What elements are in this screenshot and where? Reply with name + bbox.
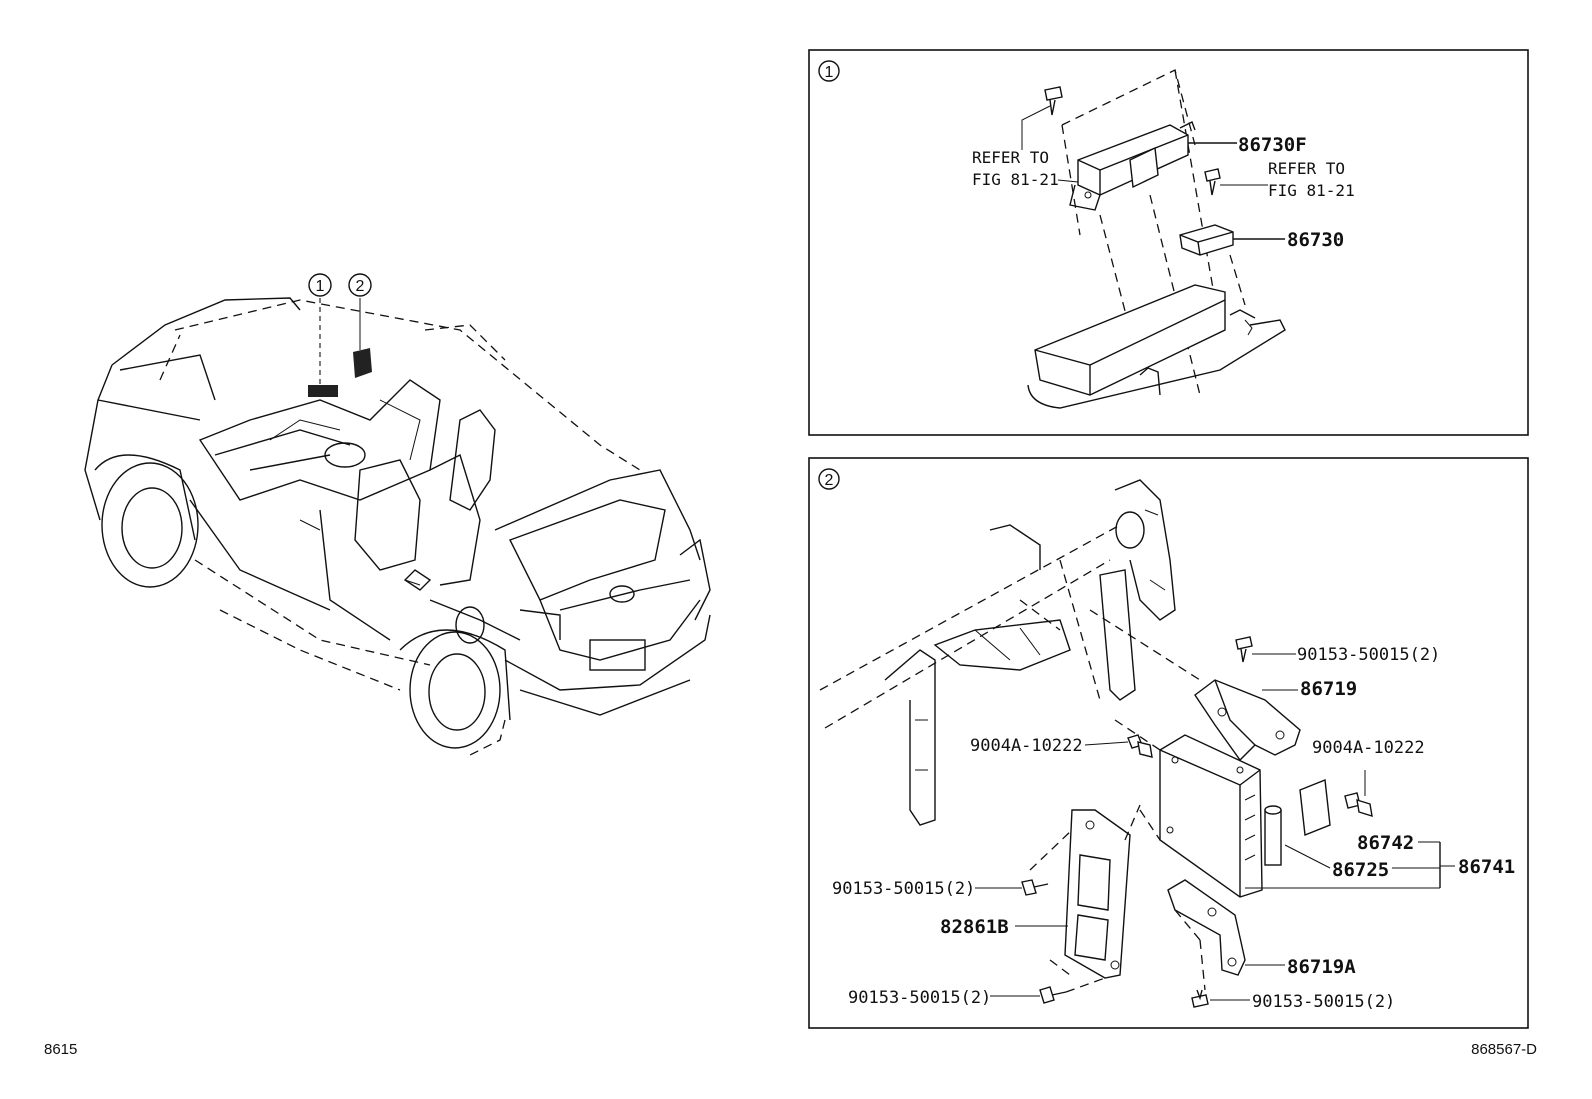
label-bolt-left: 9004A-10222 [970, 736, 1083, 756]
label-86742: 86742 [1357, 832, 1414, 854]
vehicle-overview: 1 2 [84, 273, 711, 756]
label-86730: 86730 [1287, 229, 1344, 251]
sensor-86730 [1179, 224, 1234, 256]
label-screw-top: 90153-50015(2) [1297, 645, 1440, 665]
overview-marker-2: 2 [356, 278, 365, 295]
screw-top-icon [1235, 636, 1253, 663]
panel-2: 2 90153-50015(2) [808, 457, 1529, 1029]
console-base [1027, 284, 1286, 409]
label-screw-bottom-right: 90153-50015(2) [1252, 992, 1395, 1012]
label-86719A: 86719A [1287, 956, 1356, 978]
ref-left-line2: FIG 81-21 [972, 170, 1059, 189]
label-86730F: 86730F [1238, 134, 1307, 156]
component-2-marker-area [353, 348, 372, 378]
overview-marker-1: 1 [316, 278, 325, 295]
screw-right-icon [1204, 168, 1221, 196]
ref-right-line2: FIG 81-21 [1268, 181, 1355, 200]
bracket-86719A [1167, 879, 1246, 991]
label-screw-bottom-left: 90153-50015(2) [848, 988, 991, 1008]
part-86725-cylinder [1264, 805, 1282, 866]
screw-left-icon [1044, 86, 1063, 116]
screw-bottom-right-icon [1191, 989, 1209, 1008]
ecu-86741 [1114, 719, 1263, 898]
label-86719: 86719 [1300, 678, 1357, 700]
part-86742-plate [1299, 779, 1331, 836]
cover-86730F [1069, 121, 1196, 211]
corner-code-left: 8615 [44, 1041, 77, 1058]
panel-1: 1 86730F REFER TO FIG 81-21 [808, 49, 1529, 436]
label-bolt-right: 9004A-10222 [1312, 738, 1425, 758]
ref-left-line1: REFER TO [972, 148, 1049, 167]
label-screw-mid-left: 90153-50015(2) [832, 879, 975, 899]
panel-1-badge: 1 [825, 64, 834, 81]
screw-mid-left-icon [1021, 879, 1049, 896]
label-82861B: 82861B [940, 916, 1009, 938]
bracket-86719 [1194, 679, 1301, 762]
bolt-left-icon [1127, 734, 1153, 758]
component-1-marker-area [308, 385, 338, 397]
label-86725: 86725 [1332, 859, 1389, 881]
label-86741: 86741 [1458, 856, 1515, 878]
ref-right-line1: REFER TO [1268, 159, 1345, 178]
panel-2-badge: 2 [825, 472, 834, 489]
bolt-right-icon [1344, 792, 1373, 818]
screw-bottom-left-icon [1039, 977, 1106, 1004]
corner-code-right: 868567-D [1471, 1041, 1537, 1058]
plate-82861B [1029, 804, 1141, 979]
